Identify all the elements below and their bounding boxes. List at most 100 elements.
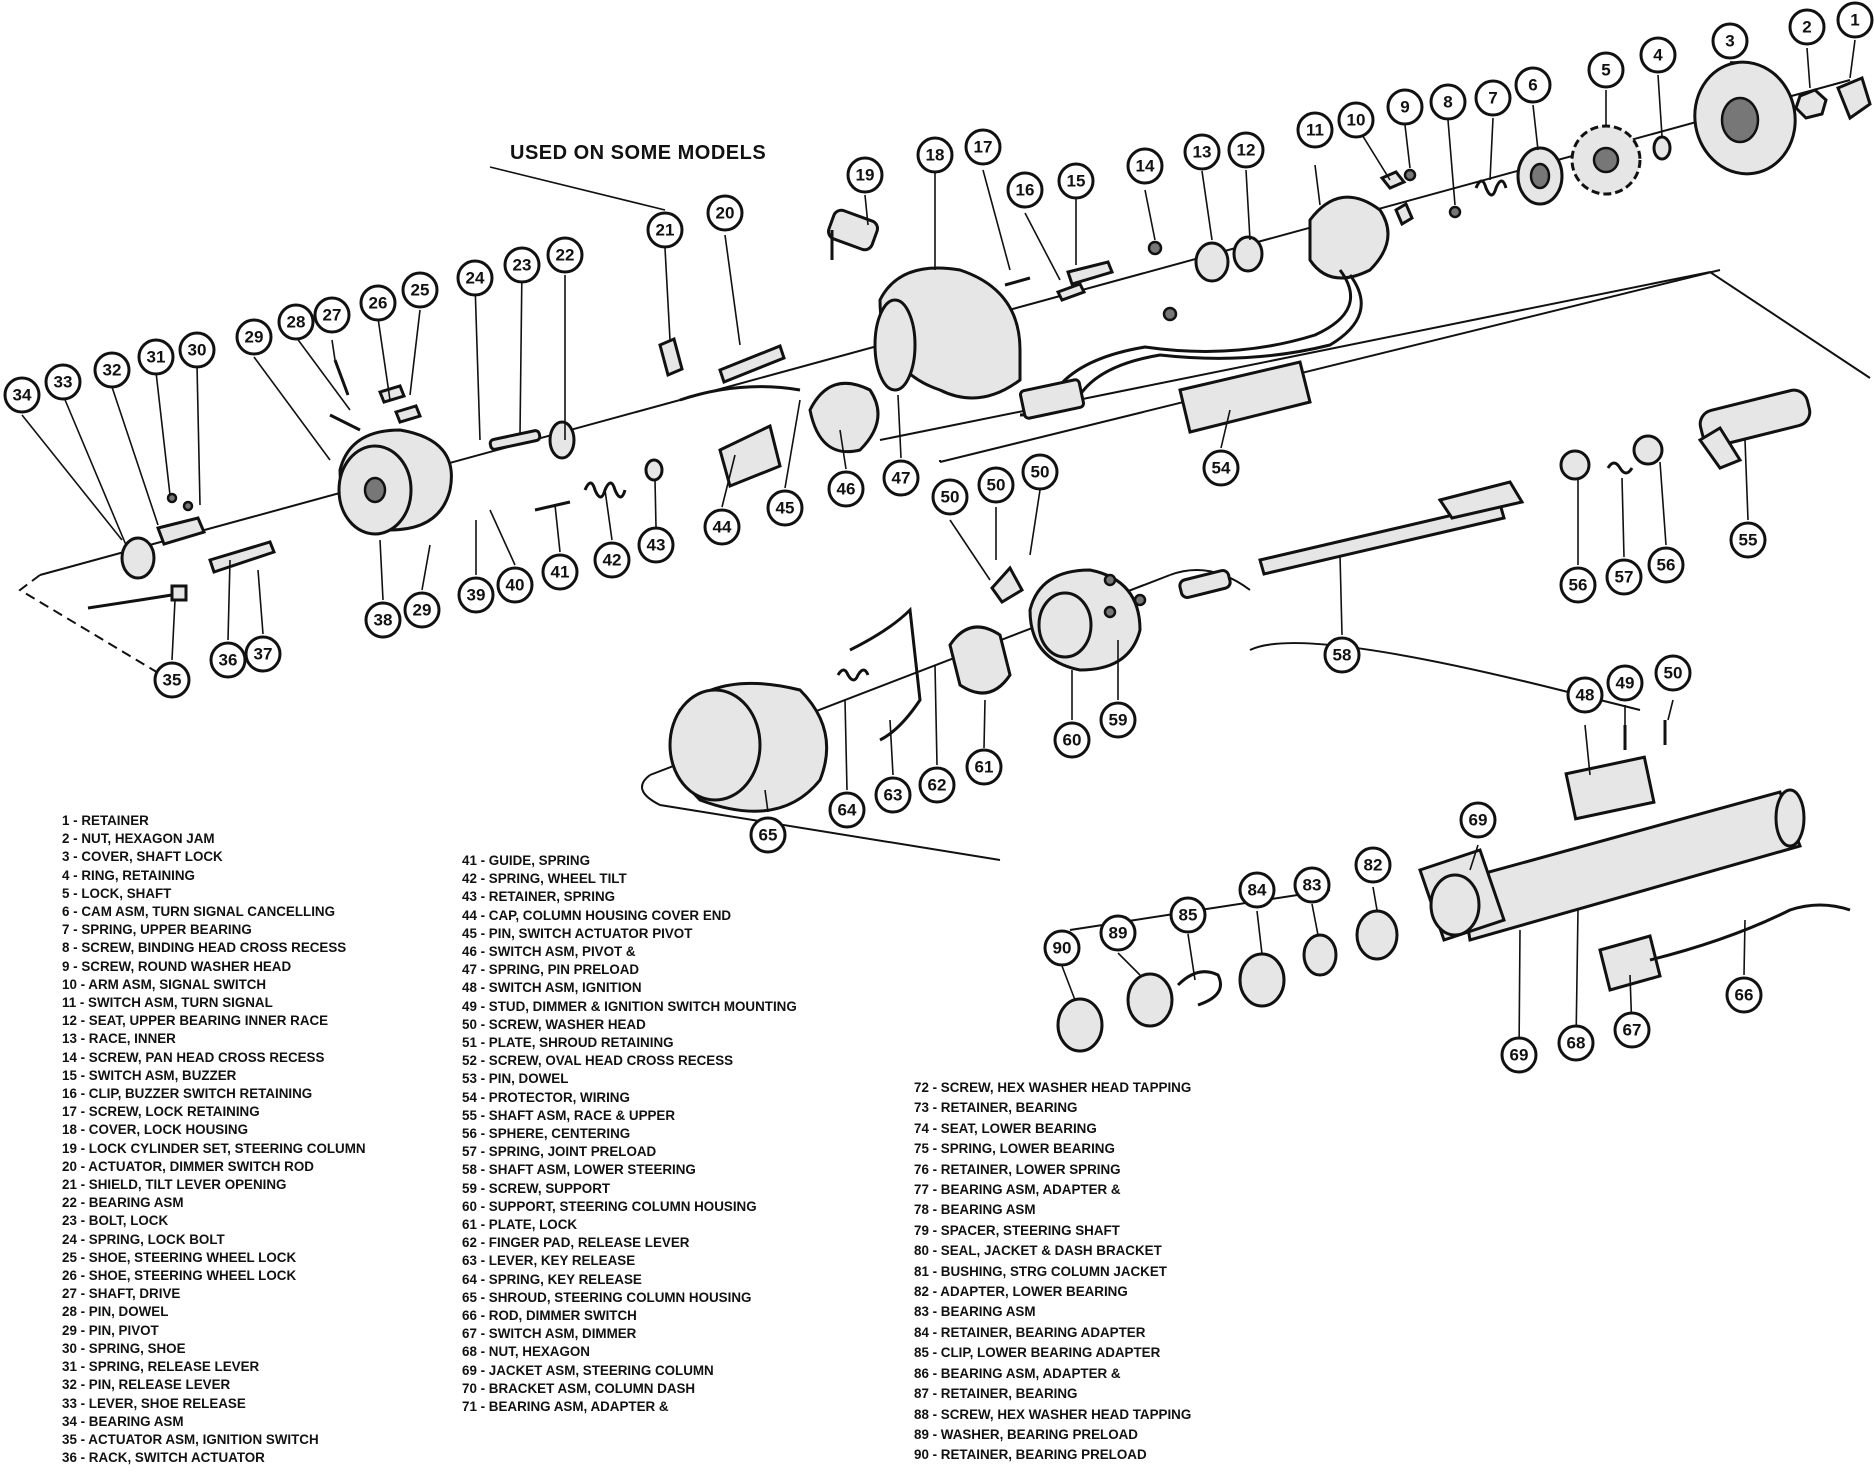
legend-item: 21 - SHIELD, TILT LEVER OPENING (62, 1177, 287, 1193)
legend-item: 53 - PIN, DOWEL (462, 1071, 569, 1087)
svg-text:17: 17 (974, 138, 993, 157)
callout: 59 (1099, 701, 1137, 739)
used-on-some-models-note: USED ON SOME MODELS (510, 142, 767, 164)
part-ignition-switch (1564, 755, 1656, 821)
legend-item: 64 - SPRING, KEY RELEASE (462, 1271, 642, 1287)
part-lock-plate (948, 625, 1012, 695)
callout: 68 (1557, 1024, 1595, 1062)
legend-item: 59 - SCREW, SUPPORT (462, 1180, 611, 1196)
svg-text:41: 41 (551, 563, 570, 582)
svg-text:66: 66 (1735, 986, 1754, 1005)
legend-item: 74 - SEAT, LOWER BEARING (914, 1120, 1097, 1136)
callout: 45 (766, 489, 804, 527)
legend-item: 17 - SCREW, LOCK RETAINING (62, 1104, 260, 1120)
part-finger-pad (990, 565, 1025, 604)
legend-item: 82 - ADAPTER, LOWER BEARING (914, 1284, 1128, 1300)
svg-text:57: 57 (1615, 568, 1634, 587)
callout: 24 (456, 259, 494, 297)
legend-item: 76 - RETAINER, LOWER SPRING (914, 1161, 1121, 1177)
part-signal-arm (1379, 170, 1414, 227)
legend-item: 19 - LOCK CYLINDER SET, STEERING COLUMN (62, 1140, 366, 1156)
parts-legend-column-1: 1 - RETAINER 2 - NUT, HEXAGON JAM 3 - CO… (62, 812, 366, 1467)
svg-text:3: 3 (1725, 32, 1734, 51)
svg-text:13: 13 (1193, 143, 1212, 162)
legend-item: 90 - RETAINER, BEARING PRELOAD (914, 1447, 1147, 1463)
part-housing-support (1028, 568, 1142, 672)
legend-item: 80 - SEAL, JACKET & DASH BRACKET (914, 1243, 1162, 1259)
part-rack-actuator (208, 540, 276, 574)
legend-item: 45 - PIN, SWITCH ACTUATOR PIVOT (462, 925, 693, 941)
callout: 16 (1006, 171, 1044, 209)
svg-text:6: 6 (1528, 76, 1537, 95)
callout: 35 (153, 661, 191, 699)
legend-item: 35 - ACTUATOR ASM, IGNITION SWITCH (62, 1431, 319, 1447)
callout: 11 (1296, 111, 1334, 149)
legend-item: 27 - SHAFT, DRIVE (62, 1286, 181, 1302)
legend-item: 13 - RACE, INNER (62, 1031, 176, 1047)
legend-item: 60 - SUPPORT, STEERING COLUMN HOUSING (462, 1198, 757, 1214)
callout: 63 (874, 776, 912, 814)
callout: 25 (401, 271, 439, 309)
svg-text:37: 37 (254, 645, 273, 664)
part-upper-bearing-spring (1474, 179, 1508, 197)
svg-text:89: 89 (1109, 924, 1128, 943)
part-centering-spheres (1559, 434, 1664, 481)
svg-text:5: 5 (1601, 61, 1610, 80)
svg-text:44: 44 (713, 518, 732, 537)
legend-item: 72 - SCREW, HEX WASHER HEAD TAPPING (914, 1080, 1192, 1095)
part-joint-spring (1606, 461, 1634, 475)
legend-item: 6 - CAM ASM, TURN SIGNAL CANCELLING (62, 904, 336, 920)
callout: 55 (1729, 521, 1767, 559)
callout: 82 (1354, 846, 1392, 884)
legend-item: 31 - SPRING, RELEASE LEVER (62, 1359, 260, 1375)
part-wiring-protector (1178, 360, 1312, 434)
svg-text:45: 45 (776, 499, 795, 518)
part-tilt-lever-shield (658, 336, 801, 402)
callout: 4 (1639, 36, 1677, 74)
legend-item: 70 - BRACKET ASM, COLUMN DASH (462, 1380, 696, 1396)
callout: 9 (1386, 88, 1424, 126)
legend-item: 2 - NUT, HEXAGON JAM (62, 831, 215, 847)
legend-item: 51 - PLATE, SHROUD RETAINING (462, 1035, 674, 1051)
callout: 47 (882, 459, 920, 497)
svg-text:36: 36 (219, 651, 238, 670)
callout: 67 (1613, 1011, 1651, 1049)
svg-text:35: 35 (163, 671, 182, 690)
callout: 14 (1126, 147, 1164, 185)
svg-text:14: 14 (1136, 157, 1155, 176)
part-key-release-lever (849, 606, 922, 742)
callout: 89 (1099, 914, 1137, 952)
svg-text:50: 50 (941, 488, 960, 507)
part-bearing-adapter-retainer (1238, 952, 1286, 1008)
legend-item: 16 - CLIP, BUZZER SWITCH RETAINING (62, 1086, 313, 1102)
svg-text:62: 62 (928, 776, 947, 795)
part-cancelling-cam (1516, 146, 1564, 206)
svg-text:69: 69 (1469, 811, 1488, 830)
part-hex-nut (1794, 88, 1828, 120)
part-lock-bolt (488, 429, 542, 451)
svg-text:69: 69 (1510, 1046, 1529, 1065)
svg-text:40: 40 (506, 576, 525, 595)
legend-item: 14 - SCREW, PAN HEAD CROSS RECESS (62, 1049, 325, 1065)
legend-item: 43 - RETAINER, SPRING (462, 889, 616, 905)
legend-item: 9 - SCREW, ROUND WASHER HEAD (62, 958, 292, 974)
part-lock-housing-cover (873, 266, 1022, 400)
part-upper-bearing-seat (1194, 235, 1264, 283)
svg-text:83: 83 (1303, 876, 1322, 895)
callout: 69 (1500, 1036, 1538, 1074)
part-lower-bearing-adapter (1355, 909, 1399, 961)
part-lower-bearing (1302, 933, 1338, 977)
callout: 85 (1169, 896, 1207, 934)
part-column-shroud (668, 681, 829, 813)
legend-item: 41 - GUIDE, SPRING (462, 853, 590, 868)
svg-text:38: 38 (374, 611, 393, 630)
part-dimmer-actuator (718, 344, 786, 384)
legend-item: 28 - PIN, DOWEL (62, 1304, 169, 1320)
legend-item: 69 - JACKET ASM, STEERING COLUMN (462, 1362, 714, 1378)
part-retainer (1836, 75, 1872, 121)
part-dimmer-switch (1598, 903, 1851, 992)
svg-text:16: 16 (1016, 181, 1035, 200)
svg-text:85: 85 (1179, 906, 1198, 925)
legend-item: 55 - SHAFT ASM, RACE & UPPER (462, 1107, 676, 1123)
callout: 50 (931, 478, 969, 516)
